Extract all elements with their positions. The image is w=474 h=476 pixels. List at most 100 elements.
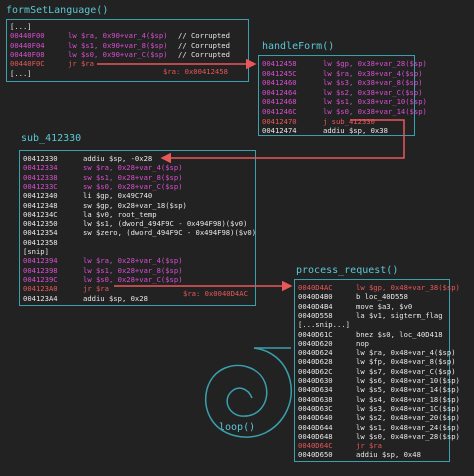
code-row: 0040D624 lw $ra, 0x48+var_4($sp): [295, 348, 456, 358]
code-row: 00412398 lw $s1, 0x28+var_8($sp): [20, 266, 255, 275]
code-row: 0040D620 nop: [295, 339, 449, 348]
code-row: 0040D628 lw $fp, 0x48+var_8($sp): [295, 357, 456, 367]
code-address: 00412340: [23, 191, 58, 201]
code-address: 0040D620: [298, 338, 333, 348]
code-address: 00412338: [23, 172, 58, 182]
code-row: 0041246C lw $s0, 0x38+var_14($sp): [259, 107, 427, 116]
code-address: 00440F0C: [10, 59, 45, 69]
code-instruction: sw $ra, 0x28+var_4($sp): [83, 163, 183, 173]
code-instruction: sw $zero, (dword_494F9C - 0x494F98)($v0): [83, 228, 257, 238]
code-instruction: la $v1, sigterm_flag: [356, 310, 443, 320]
code-address: 0040D64C: [298, 441, 333, 451]
code-address: 00412348: [23, 200, 58, 210]
code-address: 004123A4: [23, 293, 58, 303]
code-instruction: lw $s4, 0x48+var_18($sp): [356, 394, 460, 404]
code-address: 00412460: [262, 78, 297, 88]
code-address: 00440F08: [10, 49, 45, 59]
code-row: 00440F0C jr $ra: [7, 59, 248, 68]
code-row: 00412358: [20, 238, 255, 247]
code-instruction: addiu $sp, 0x28: [83, 293, 148, 303]
code-instruction: lw $ra, 0x48+var_4($sp): [356, 348, 456, 358]
code-address: [...]: [10, 22, 32, 31]
code-instruction: lw $s1, 0x90+var_8($sp): [68, 40, 168, 50]
code-comment: // Corrupted: [178, 40, 230, 50]
code-address: 0040D61C: [298, 329, 333, 339]
code-instruction: lw $s3, 0x48+var_1C($sp): [356, 403, 460, 413]
sub_412330-ra-note: $ra: 0x0040D4AC: [183, 289, 248, 298]
code-address: 0040D634: [298, 385, 333, 395]
code-address: 0041234C: [23, 209, 58, 219]
code-instruction: lw $gp, 0x38+var_28($sp): [323, 59, 427, 68]
code-address: 00412330: [23, 154, 58, 163]
code-row: 0040D558 la $v1, sigterm_flag: [295, 311, 449, 320]
code-address: 0040D624: [298, 348, 333, 358]
code-row: [...]: [7, 69, 248, 78]
code-address: 00412398: [23, 265, 58, 275]
code-address: 0040D638: [298, 394, 333, 404]
code-instruction: addiu $sp, 0x38: [323, 126, 388, 136]
code-row: 0040D648 lw $s0, 0x48+var_28($sp): [295, 431, 460, 441]
code-instruction: lw $s1, (dword_494F9C - 0x494F98)($v0): [83, 219, 248, 229]
code-instruction: jr $ra: [68, 59, 94, 69]
code-instruction: lw $s6, 0x48+var_10($sp): [356, 376, 460, 385]
code-row: 00412468 lw $s1, 0x38+var_10($sp): [259, 97, 427, 107]
code-comment: // Corrupted: [178, 31, 230, 41]
code-address: 0040D4B0: [298, 292, 333, 302]
code-instruction: lw $ra, 0x28+var_4($sp): [83, 256, 183, 266]
code-address: 00412474: [262, 126, 297, 136]
code-address: 00412350: [23, 219, 58, 229]
code-address: 0040D648: [298, 431, 333, 441]
code-instruction: jr $ra: [356, 441, 382, 451]
code-address: 0040D558: [298, 310, 333, 320]
code-row: 00412350 lw $s1, (dword_494F9C - 0x494F98…: [20, 219, 255, 228]
code-instruction: lw $s0, 0x48+var_28($sp): [356, 431, 460, 441]
code-address: 0041246C: [262, 107, 297, 116]
code-address: 0040D4B4: [298, 301, 333, 311]
code-row: 00412330 addiu $sp, -0x28: [20, 154, 255, 163]
process_request-title: process_request(): [296, 265, 399, 276]
code-instruction: lw $fp, 0x48+var_8($sp): [356, 357, 456, 367]
code-instruction: move $a3, $v0: [356, 301, 413, 311]
code-instruction: lw $s3, 0x38+var_8($sp): [323, 78, 423, 88]
code-instruction: lw $s2, 0x38+var_C($sp): [323, 87, 423, 97]
code-instruction: lw $s1, 0x28+var_8($sp): [83, 265, 183, 275]
code-row: [...snip...]: [295, 320, 449, 329]
code-instruction: j sub_412330: [323, 116, 375, 126]
code-instruction: nop: [356, 338, 369, 348]
code-address: 0041233C: [23, 181, 58, 191]
code-address: 00412468: [262, 97, 297, 107]
code-row: 00440F04 lw $s1, 0x90+var_8($sp) // Corrup…: [7, 41, 248, 50]
code-address: 0040D62C: [298, 366, 333, 376]
code-address: 00412354: [23, 228, 58, 238]
code-address: 0040D628: [298, 357, 333, 367]
code-instruction: addiu $sp, -0x28: [83, 154, 153, 163]
code-instruction: lw $s0, 0x38+var_14($sp): [323, 107, 427, 116]
code-address: 00412358: [23, 237, 58, 247]
code-address: 00440F04: [10, 40, 45, 50]
code-row: 0040D4B4 move $a3, $v0: [295, 302, 449, 311]
code-address: [...snip...]: [298, 320, 350, 330]
code-instruction: lw $s1, 0x38+var_10($sp): [323, 97, 427, 107]
code-row: 0040D638 lw $s4, 0x48+var_18($sp): [295, 394, 460, 404]
code-instruction: lw $s0, 0x28+var_C($sp): [83, 274, 183, 284]
code-instruction: lw $ra, 0x90+var_4($sp): [68, 31, 168, 41]
code-address: 0040D4AC: [298, 283, 333, 292]
code-address: 0040D640: [298, 413, 333, 423]
